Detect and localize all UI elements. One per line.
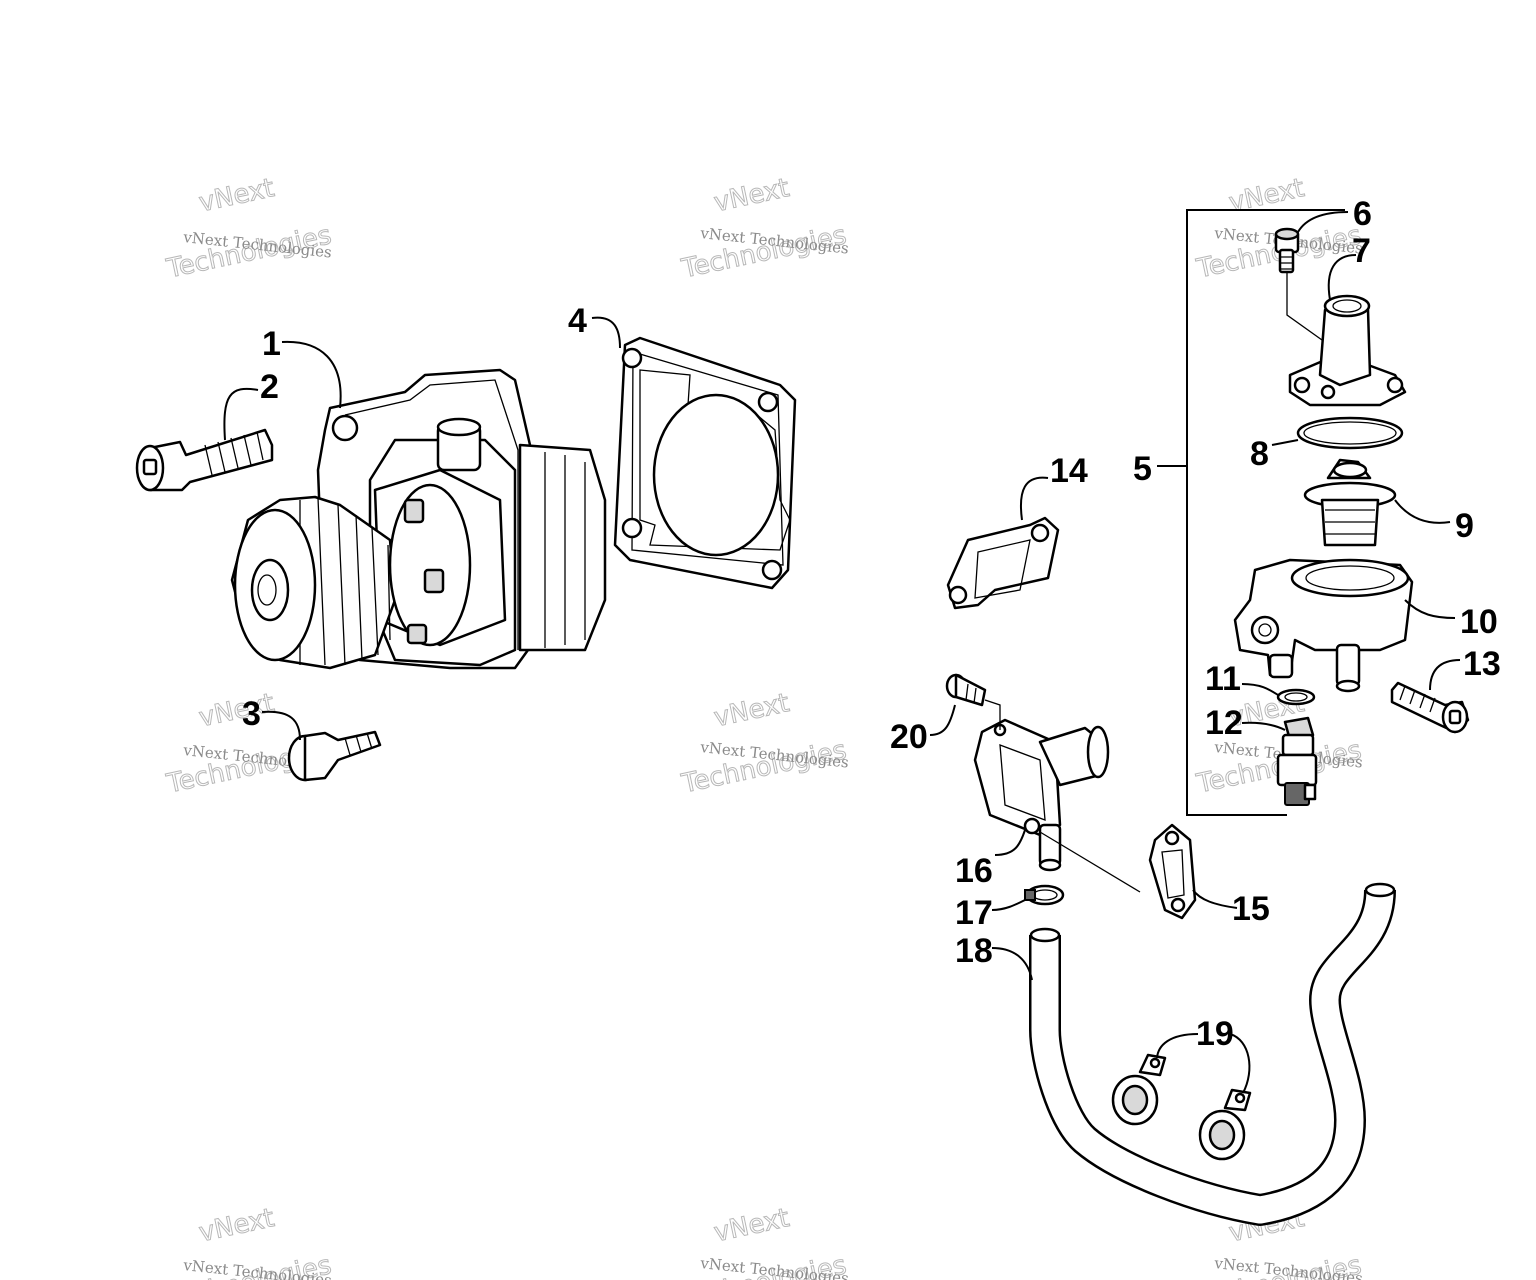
bracket-5 <box>1186 209 1345 816</box>
thermostat-housing-10 <box>1233 558 1414 693</box>
svg-text:vNext: vNext <box>711 688 792 733</box>
leader-18 <box>991 947 1033 981</box>
callout-10: 10 <box>1460 603 1498 641</box>
screw-axis-6 <box>1286 272 1323 341</box>
svg-text:vNext: vNext <box>711 1203 792 1248</box>
callout-7: 7 <box>1352 232 1371 270</box>
callout-18: 18 <box>955 932 993 970</box>
thermostat-outlet-7 <box>1288 294 1407 407</box>
callout-5: 5 <box>1133 450 1152 488</box>
watermark-mid-center: vNext Technologies <box>678 688 850 800</box>
hose-clamp-17 <box>1024 884 1065 906</box>
callout-16: 16 <box>955 852 993 890</box>
leader-15 <box>1192 889 1238 909</box>
leader-16 <box>994 829 1026 856</box>
svg-text:vNext: vNext <box>711 173 792 218</box>
svg-text:vNext: vNext <box>1226 173 1307 218</box>
leader-19a <box>1156 1033 1199 1059</box>
callout-2: 2 <box>260 368 279 406</box>
leader-13 <box>1429 659 1461 691</box>
screw-20 <box>945 673 987 707</box>
callout-6: 6 <box>1353 195 1372 233</box>
callout-20: 20 <box>890 718 928 756</box>
leader-10 <box>1404 599 1456 619</box>
callout-4: 4 <box>568 302 587 340</box>
coolant-outlet-16 <box>973 718 1110 872</box>
svg-text:vNext: vNext <box>196 688 277 733</box>
callout-13: 13 <box>1463 645 1501 683</box>
washer-11 <box>1276 688 1316 706</box>
leader-4 <box>591 316 621 349</box>
screw-axis-20 <box>984 699 1001 730</box>
bolt-2 <box>135 428 274 492</box>
thermostat-9 <box>1303 458 1397 547</box>
leader-11 <box>1241 683 1279 696</box>
callout-8: 8 <box>1250 435 1269 473</box>
callout-12: 12 <box>1205 704 1243 742</box>
gasket-14 <box>946 516 1060 610</box>
bolt-13 <box>1390 681 1470 734</box>
callout-15: 15 <box>1232 890 1270 928</box>
watermark-top-right: vNext Technologies <box>1193 173 1365 285</box>
leader-20 <box>929 704 956 736</box>
leader-1 <box>281 340 342 409</box>
gasket-4 <box>613 336 797 590</box>
leader-14 <box>1020 476 1049 521</box>
coolant-hose-18 <box>1029 882 1396 1226</box>
leader-17 <box>991 899 1026 911</box>
callout-9: 9 <box>1455 507 1474 545</box>
leader-7 <box>1327 254 1357 301</box>
leader-3 <box>261 710 301 741</box>
leader-6 <box>1297 211 1349 233</box>
leader-12 <box>1241 721 1286 731</box>
callout-3: 3 <box>242 695 261 733</box>
leader-9 <box>1394 499 1451 524</box>
callout-14: 14 <box>1050 452 1088 490</box>
callout-11: 11 <box>1205 660 1241 698</box>
hose-clip-19b <box>1198 1088 1252 1161</box>
svg-text:vNext: vNext <box>196 173 277 218</box>
callout-1: 1 <box>262 325 281 363</box>
leader-8 <box>1271 439 1299 446</box>
watermark-top-left: vNext Technologies <box>163 173 335 285</box>
screw-6 <box>1274 227 1300 274</box>
o-ring-8 <box>1296 416 1404 450</box>
guide-line-15 <box>1039 831 1141 893</box>
callout-17: 17 <box>955 894 993 932</box>
watermark-top-center: vNext Technologies <box>678 173 850 285</box>
leader-2 <box>223 387 259 441</box>
water-pump <box>230 368 607 670</box>
hose-clip-19a <box>1111 1053 1167 1126</box>
callout-19: 19 <box>1196 1015 1234 1053</box>
temperature-sensor-12 <box>1276 716 1318 806</box>
gasket-15 <box>1148 823 1197 920</box>
bolt-3 <box>287 730 382 782</box>
leader-19b <box>1229 1033 1251 1094</box>
svg-text:vNext: vNext <box>196 1203 277 1248</box>
